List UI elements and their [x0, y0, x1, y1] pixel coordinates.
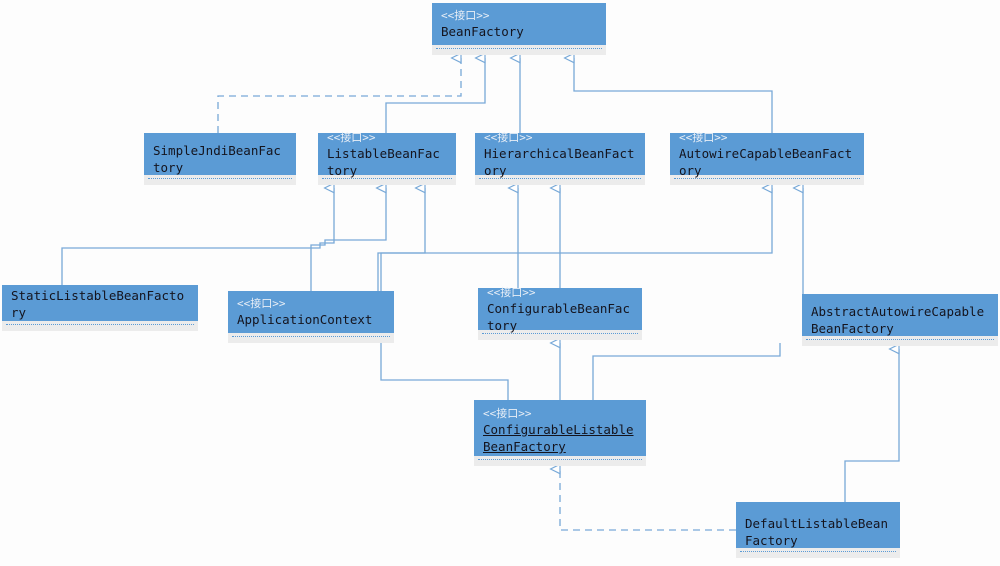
- class-name: BeanFactory: [441, 24, 524, 39]
- class-node-footer: [478, 330, 642, 340]
- footer-dotted-line: [479, 178, 641, 179]
- class-node-configurablelistablebeanfactory[interactable]: <<接口>> ConfigurableListableBeanFactory: [474, 400, 646, 466]
- stereotype-label: <<接口>>: [483, 407, 532, 420]
- class-node-configurablebeanfactory[interactable]: <<接口>> ConfigurableBeanFactory: [478, 285, 642, 340]
- footer-dotted-line: [322, 178, 452, 179]
- class-node-staticlistablebeanfactory[interactable]: StaticListableBeanFactory: [2, 285, 198, 331]
- class-node-body[interactable]: <<接口>> ApplicationContext: [228, 291, 394, 333]
- class-name: AutowireCapableBeanFactory: [679, 145, 853, 178]
- stereotype-label: <<接口>>: [679, 130, 728, 144]
- footer-dotted-line: [478, 459, 642, 460]
- edge-defaultlistablebeanfactory-to-abstractautowirecapablebeanfactory: [844, 349, 900, 502]
- class-name: ListableBeanFactory: [327, 145, 440, 178]
- class-node-listablebeanfactory[interactable]: <<接口>> ListableBeanFactory: [318, 130, 456, 185]
- class-node-footer: [144, 175, 296, 185]
- class-node-body[interactable]: SimpleJndiBeanFactory: [144, 133, 296, 175]
- edge-applicationcontext-to-listablebeanfactory: [310, 188, 387, 291]
- class-node-body[interactable]: DefaultListableBeanFactory: [736, 502, 900, 548]
- class-node-body[interactable]: <<接口>> ConfigurableBeanFactory: [478, 285, 642, 333]
- class-node-footer: [228, 333, 394, 343]
- class-name: StaticListableBeanFactory: [11, 287, 185, 320]
- footer-dotted-line: [740, 551, 896, 552]
- class-node-applicationcontext[interactable]: <<接口>> ApplicationContext: [228, 291, 394, 343]
- stereotype-label: <<接口>>: [441, 9, 490, 22]
- class-node-body[interactable]: <<接口>> ConfigurableListableBeanFactory: [474, 400, 646, 456]
- footer-dotted-line: [674, 178, 860, 179]
- footer-dotted-line: [148, 178, 292, 179]
- footer-dotted-line: [482, 333, 638, 334]
- stereotype-label: <<接口>>: [327, 130, 376, 144]
- footer-dotted-line: [436, 48, 602, 49]
- class-node-autowirecapablebeanfactory[interactable]: <<接口>> AutowireCapableBeanFactory: [670, 130, 864, 185]
- class-name: ConfigurableListableBeanFactory: [483, 422, 634, 454]
- class-node-body[interactable]: AbstractAutowireCapableBeanFactory: [802, 294, 998, 336]
- edge-listablebeanfactory-to-beanfactory: [385, 58, 486, 133]
- stereotype-label: <<接口>>: [487, 285, 536, 299]
- class-node-body[interactable]: <<接口>> HierarchicalBeanFactory: [475, 130, 645, 178]
- edge-autowirecapablebeanfactory-to-beanfactory: [574, 58, 773, 133]
- footer-dotted-line: [806, 339, 994, 340]
- edge-staticlistablebeanfactory-to-listablebeanfactory: [61, 188, 335, 285]
- stereotype-label: <<接口>>: [484, 130, 533, 144]
- class-node-footer: [2, 321, 198, 331]
- class-node-hierarchicalbeanfactory[interactable]: <<接口>> HierarchicalBeanFactory: [475, 130, 645, 185]
- stereotype-label: <<接口>>: [237, 297, 286, 310]
- class-name: SimpleJndiBeanFactory: [153, 142, 281, 175]
- footer-dotted-line: [6, 324, 194, 325]
- class-node-footer: [670, 175, 864, 185]
- class-node-body[interactable]: <<接口>> BeanFactory: [432, 3, 606, 45]
- class-node-beanfactory[interactable]: <<接口>> BeanFactory: [432, 3, 606, 55]
- class-node-footer: [474, 456, 646, 466]
- class-node-footer: [736, 548, 900, 558]
- class-node-footer: [432, 45, 606, 55]
- class-name: AbstractAutowireCapableBeanFactory: [811, 304, 985, 336]
- edge-simplejndibeanfactory-to-beanfactory: [217, 58, 462, 133]
- class-node-simplejndibeanfactory[interactable]: SimpleJndiBeanFactory: [144, 133, 296, 185]
- class-node-footer: [318, 175, 456, 185]
- class-name: ApplicationContext: [237, 312, 373, 327]
- class-name: DefaultListableBeanFactory: [745, 516, 888, 548]
- class-name: HierarchicalBeanFactory: [484, 145, 635, 178]
- class-node-footer: [475, 175, 645, 185]
- class-node-abstractautowirecapablebeanfactory[interactable]: AbstractAutowireCapableBeanFactory: [802, 294, 998, 346]
- footer-dotted-line: [232, 336, 390, 337]
- class-node-body[interactable]: <<接口>> AutowireCapableBeanFactory: [670, 130, 864, 178]
- class-name: ConfigurableBeanFactory: [487, 300, 630, 333]
- edge-configurablelistablebeanfactory-branch: [592, 343, 781, 400]
- class-node-body[interactable]: StaticListableBeanFactory: [2, 285, 198, 321]
- class-node-defaultlistablebeanfactory[interactable]: DefaultListableBeanFactory: [736, 502, 900, 558]
- class-node-footer: [802, 336, 998, 346]
- class-node-body[interactable]: <<接口>> ListableBeanFactory: [318, 130, 456, 178]
- edge-defaultlistablebeanfactory-to-configurablelistablebeanfactory: [560, 469, 736, 531]
